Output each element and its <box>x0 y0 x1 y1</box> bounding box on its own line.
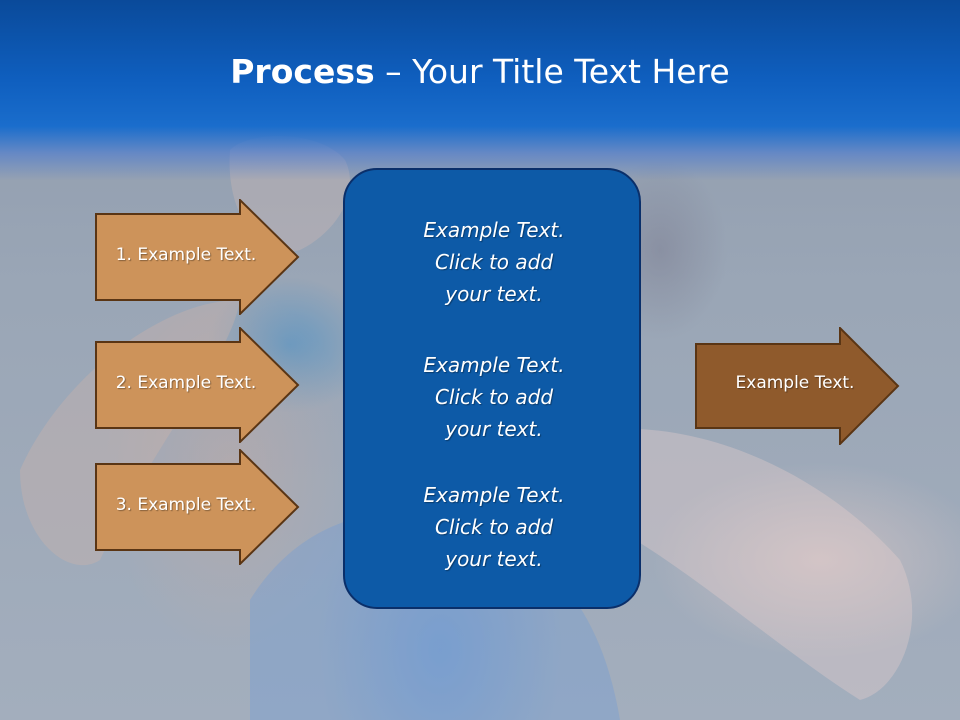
result-arrow-label: Example Text. <box>735 373 855 393</box>
center-item-2-line3: your text. <box>445 417 543 441</box>
center-text-box[interactable]: Example Text. Click to add your text. Ex… <box>343 168 641 609</box>
center-item-3-line3: your text. <box>445 547 543 571</box>
process-arrow-1[interactable]: 1. Example Text. <box>95 199 300 315</box>
center-item-2-line1: Example Text. <box>423 353 565 377</box>
arrow-shape-3 <box>95 449 300 565</box>
center-item-1: Example Text. Click to add your text. <box>345 214 643 310</box>
arrow-label-2: 2. Example Text. <box>115 373 257 393</box>
center-item-2: Example Text. Click to add your text. <box>345 349 643 445</box>
arrow-shape-1 <box>95 199 300 315</box>
center-item-2-line2: Click to add <box>434 385 554 409</box>
result-arrow-shape <box>695 327 900 445</box>
result-arrow[interactable]: Example Text. <box>695 327 900 445</box>
arrow-shape-2 <box>95 327 300 443</box>
slide-title: Process – Your Title Text Here <box>0 52 960 91</box>
center-item-1-line3: your text. <box>445 282 543 306</box>
center-item-3-line1: Example Text. <box>423 483 565 507</box>
arrow-label-3: 3. Example Text. <box>115 495 257 515</box>
process-arrow-2[interactable]: 2. Example Text. <box>95 327 300 443</box>
center-item-1-line1: Example Text. <box>423 218 565 242</box>
process-arrow-3[interactable]: 3. Example Text. <box>95 449 300 565</box>
header-band <box>0 0 960 180</box>
center-item-3: Example Text. Click to add your text. <box>345 479 643 575</box>
center-item-1-line2: Click to add <box>434 250 554 274</box>
arrow-label-1: 1. Example Text. <box>115 245 257 265</box>
title-bold: Process <box>230 52 375 91</box>
center-item-3-line2: Click to add <box>434 515 554 539</box>
title-rest: – Your Title Text Here <box>374 52 730 91</box>
